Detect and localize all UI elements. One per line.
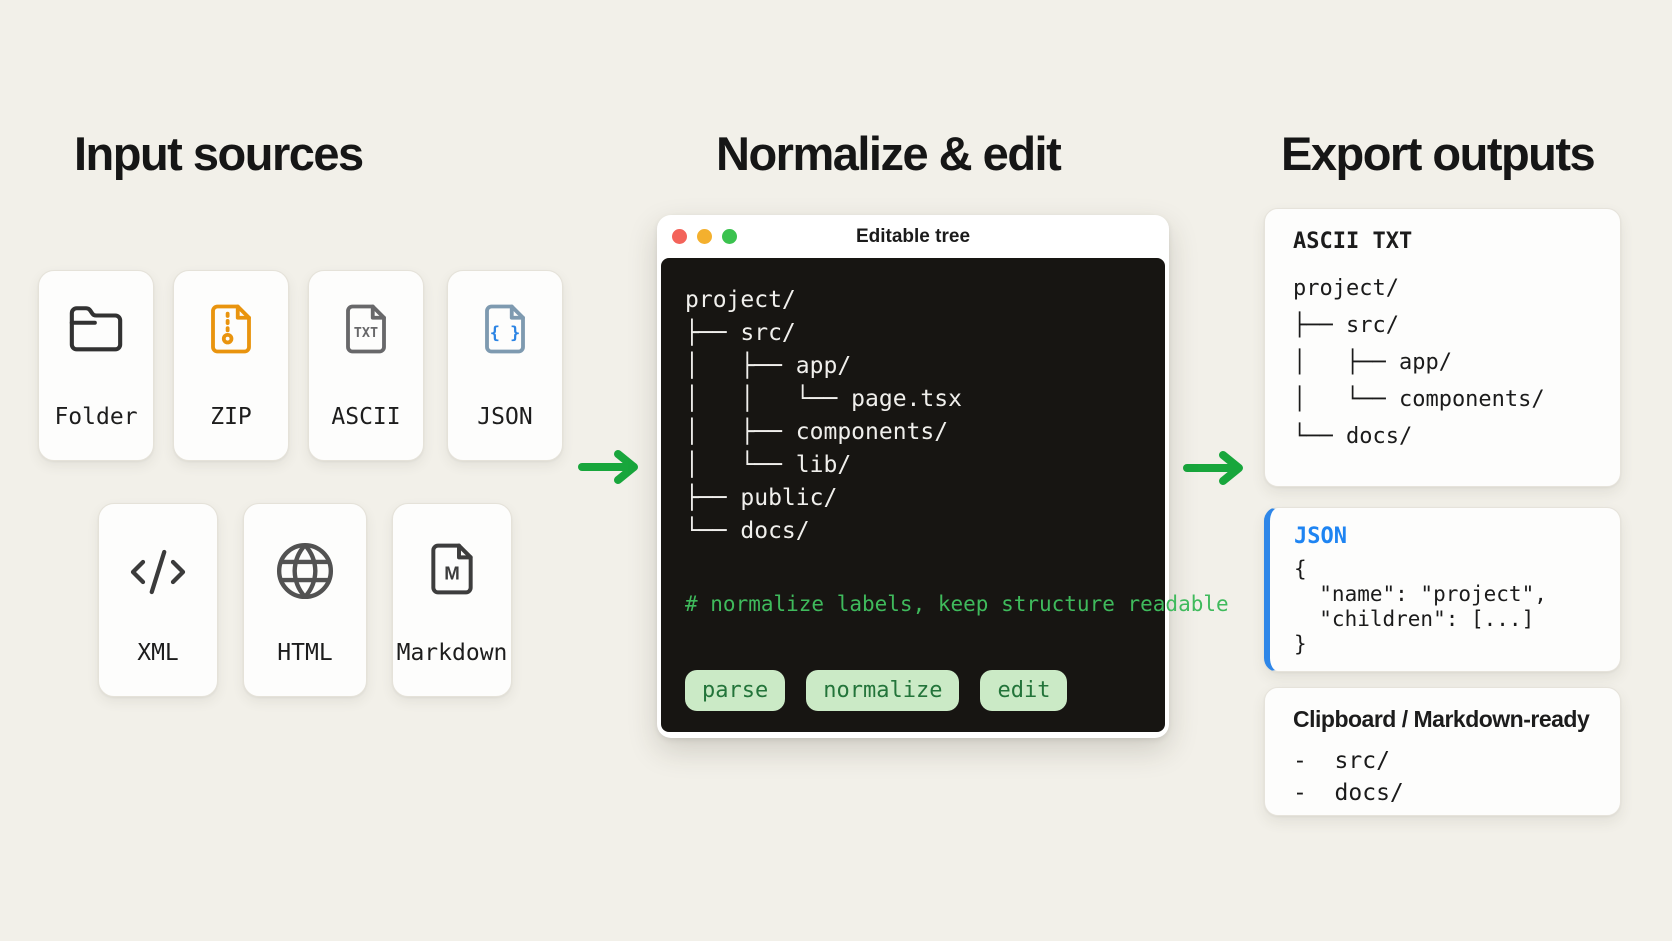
input-card-label: Folder: [54, 404, 138, 430]
parse-button[interactable]: parse: [685, 670, 786, 711]
input-card-label: ZIP: [210, 404, 252, 430]
input-sources-heading: Input sources: [74, 127, 364, 180]
flow-arrow-left: [578, 450, 638, 484]
txt-file-icon: TXT: [346, 304, 386, 354]
input-card-label: ASCII: [331, 404, 401, 430]
zoom-window-button[interactable]: [722, 229, 737, 244]
input-card-ascii: TXT ASCII: [308, 270, 424, 461]
traffic-lights: [672, 229, 737, 244]
edit-button[interactable]: edit: [980, 670, 1068, 711]
export-card-title: JSON: [1294, 524, 1347, 549]
input-card-zip: ZIP: [173, 270, 289, 461]
ascii-tree-text: project/ ├── src/ │ ├── app/ │ └── compo…: [1293, 276, 1545, 449]
svg-text:TXT: TXT: [354, 325, 378, 341]
editable-tree-window: Editable tree project/ ├── src/ │ ├── ap…: [657, 215, 1229, 738]
input-card-html: HTML: [243, 503, 367, 697]
json-snippet-text: { "name": "project", "children": [...] }: [1294, 557, 1547, 656]
code-brackets-icon: [130, 549, 186, 595]
input-card-label: Markdown: [396, 640, 508, 666]
input-card-label: JSON: [477, 404, 533, 430]
export-outputs-heading: Export outputs: [1281, 127, 1596, 180]
terminal-panel: project/ ├── src/ │ ├── app/ │ │ └── pag…: [661, 258, 1229, 732]
json-file-icon: { }: [485, 304, 525, 354]
svg-text:{ }: { }: [490, 322, 520, 342]
close-window-button[interactable]: [672, 229, 687, 244]
input-card-json: { } JSON: [447, 270, 563, 461]
export-card-title: ASCII TXT: [1293, 229, 1413, 254]
window-title: Editable tree: [855, 225, 971, 247]
svg-text:M: M: [444, 562, 460, 583]
minimize-window-button[interactable]: [697, 229, 712, 244]
input-card-label: HTML: [277, 640, 333, 666]
export-card-ascii-txt: ASCII TXT project/ ├── src/ │ ├── app/ │…: [1264, 208, 1621, 487]
normalize-edit-heading: Normalize & edit: [716, 127, 1062, 180]
file-tree-text: project/ ├── src/ │ ├── app/ │ │ └── pag…: [685, 287, 962, 544]
input-card-markdown: M Markdown: [392, 503, 512, 697]
terminal-comment: # normalize labels, keep structure reada…: [685, 592, 1229, 616]
normalize-button[interactable]: normalize: [806, 670, 960, 711]
zip-file-icon: [211, 304, 251, 354]
export-card-title: Clipboard / Markdown-ready: [1293, 706, 1590, 732]
terminal-button-row: parse normalize edit: [685, 670, 1141, 711]
export-card-json: JSON { "name": "project", "children": [.…: [1264, 507, 1621, 672]
globe-icon: [276, 542, 334, 600]
markdown-file-icon: M: [431, 543, 473, 595]
folder-icon: [69, 306, 123, 352]
window-titlebar: Editable tree: [657, 215, 1169, 258]
input-card-xml: XML: [98, 503, 218, 697]
markdown-list-text: - src/ - docs/: [1293, 748, 1404, 806]
flow-arrow-right: [1183, 451, 1243, 485]
input-card-folder: Folder: [38, 270, 154, 461]
input-card-label: XML: [137, 640, 179, 666]
export-card-clipboard: Clipboard / Markdown-ready - src/ - docs…: [1264, 687, 1621, 816]
